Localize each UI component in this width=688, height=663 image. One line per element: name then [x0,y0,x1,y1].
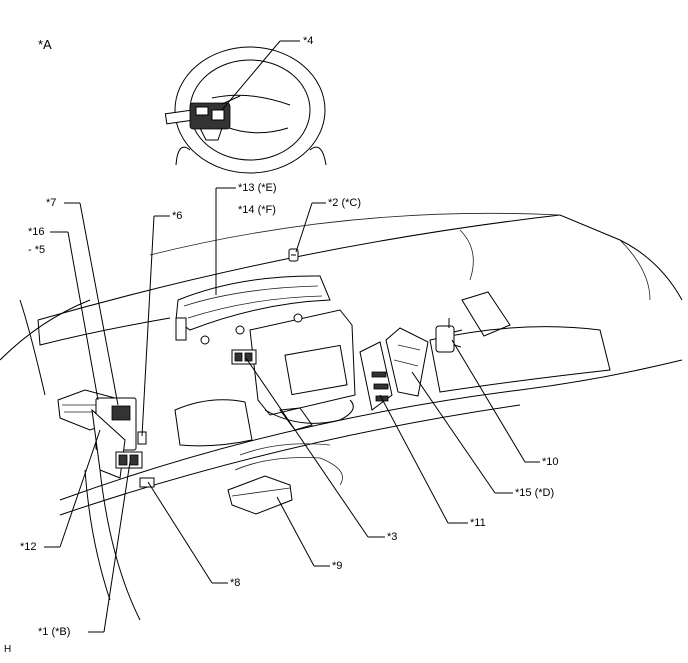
center-switch-icon [231,349,257,365]
callout-16: *16 [28,226,45,238]
callout-11: *11 [470,517,486,529]
corner-label: H [4,644,12,655]
callout-9: *9 [332,560,343,572]
ecu-module-icon [359,341,393,411]
relay-icon [435,318,463,353]
leader-lines [44,40,540,633]
callout-14: *14 (*F) [238,204,276,216]
callout-1: *1 (*B) [38,626,71,638]
callout-6: *6 [172,210,183,222]
callout-15: *15 (*D) [515,487,555,499]
callout-3: *3 [387,531,398,543]
callout-5: - *5 [28,244,46,256]
callout-13: *13 (*E) [238,182,277,194]
callout-7: *7 [46,197,57,209]
junction-block-icon [57,389,155,488]
instrument-panel [0,212,683,621]
solar-sensor-icon [288,248,299,262]
callout-2: *2 (*C) [328,197,362,209]
view-label: *A [38,37,52,52]
callout-10: *10 [542,456,559,468]
steering-wheel-icon [164,46,327,174]
callout-12: *12 [20,541,37,553]
combination-meter-icon [175,275,331,345]
callout-4: *4 [303,35,314,47]
callout-8: *8 [230,577,241,589]
airbag-sensor-icon [227,475,293,515]
body-ecu-icon [385,327,429,397]
